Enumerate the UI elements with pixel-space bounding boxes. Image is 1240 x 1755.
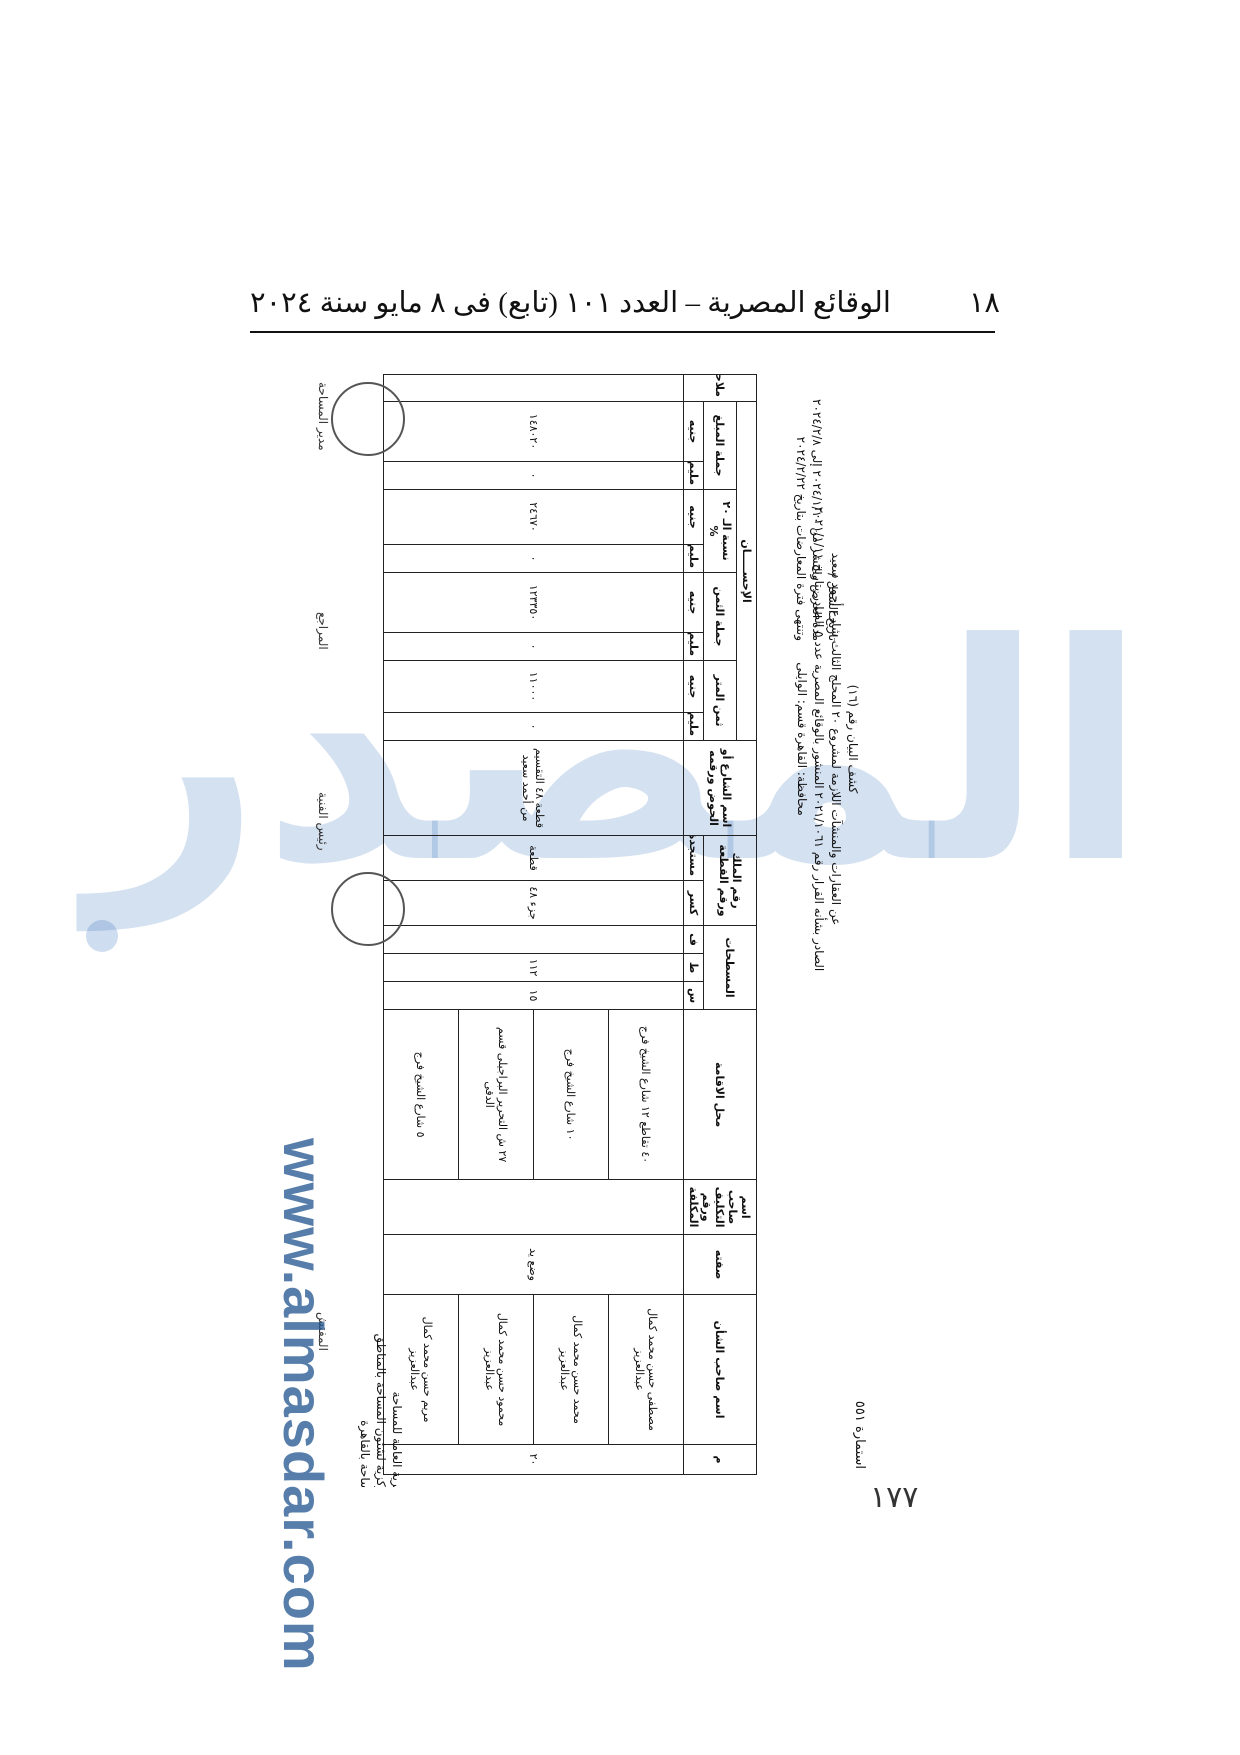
area-t: ١١٢ [383,953,684,982]
authority-line: الهيئة المصرية العامة للمساحة [390,1391,404,1487]
unit-pound: جنيه [683,572,704,633]
col-residence: محل الاقامة [683,1009,757,1180]
col-lot: رقم الملك ورقم القطعة [703,835,757,926]
total-price: ١٢٣٣٥٠ [383,572,684,633]
col-total-amount: جملة المبلغ [703,401,737,490]
col-street: اسم الشارع أو الحوض ورقمه [683,740,757,836]
col-compensation: الإحســـــان [736,401,757,741]
col-areas: المسطحات [703,925,757,1010]
unit-s: س [683,981,704,1010]
capacity: وضع يد [383,1234,684,1295]
watermark-dot [86,920,118,952]
unit-millim: مليم [683,544,704,573]
sheet-title-line: كشف البيان رقم (١٦) [846,684,860,794]
total-amount: ١٤٨٠٢٠ [383,401,684,462]
page-title: الوقائع المصرية – العدد ١٠١ (تابع) فى ٨ … [250,286,891,319]
col-percent: نسبة الـ ٢٠ % [703,489,737,573]
col-owner: اسم صاحب الشأن [683,1294,757,1445]
header-divider [250,331,995,333]
owner-name: مصطفى حسن محمد كمال عبدالعزيز [608,1294,684,1445]
dates-block: تاريخ الشغل / مدة العرض والنشر من ٢٠٢٤/١… [793,399,841,641]
owner-name: محمود حسن محمد كمال عبدالعزيز [458,1294,534,1445]
data-table: م اسم صاحب الشأن صفته اسم صاحب التكليف و… [383,374,757,1475]
authority-line: مديرية المساحة بالقاهرة [358,1420,372,1487]
unit-millim: مليم [683,632,704,661]
date-line: وتنتهى فترة المعارضات بتاريخ ٢٠٢٤/٢/٢٢ [794,436,808,642]
unit-millim: مليم [683,712,704,741]
unit-f: ف [683,925,704,954]
percent: ٢٤٦٧٠ [383,489,684,545]
residence: ١٠ شارع الشيخ فرج [533,1009,609,1180]
official-seal [331,382,405,456]
lot-kasr: جزء ٤٨ [383,880,684,926]
remarks [383,374,684,402]
residence: ٥ شارع الشيخ فرج [383,1009,459,1180]
authority-block: الهيئة المصرية العامة للمساحة الإدارة ال… [357,1242,405,1487]
total-price-millim: ٠ [383,632,684,661]
col-capacity: صفته [683,1234,757,1295]
residence: ٤٠ تقاطع ١٢ شارع الشيخ فرج [608,1009,684,1180]
lot-new: مستجدة [683,835,704,881]
table-row: ٢٠ مصطفى حسن محمد كمال عبدالعزيز وضع يد … [383,374,684,1475]
tax-name [383,1179,684,1235]
price-meter-millim: ٠ [383,712,684,741]
date-line: تاريخ الشغل / [826,572,840,642]
percent-millim: ٠ [383,544,684,573]
unit-pound: جنيه [683,401,704,462]
lot-new: قطعة [383,835,684,881]
col-tax-name: اسم صاحب التكليف ورقم المكلفة [683,1179,757,1235]
watermark-arabic: المصدر [88,580,1148,929]
price-meter: ١١٠٠٠ [383,660,684,713]
signature-label: المراجع [316,612,330,650]
form-header: استمارة ٥٥١ كشف البيان رقم (١٦) عن العقا… [761,379,871,1479]
watermark-url-text: www.almasdar.com [272,1138,335,1672]
page-number: ١٨ [968,286,1000,319]
unit-t: ط [683,953,704,982]
unit-millim: مليم [683,461,704,490]
owner-name: محمد حسن محمد كمال عبدالعزيز [533,1294,609,1445]
row-no: ٢٠ [383,1444,684,1475]
street: قطعة ٤٨ التقسيم من أحمد سعيد [383,740,684,836]
authority-line: الإدارة المركزية لشئون المساحة بالمناطق [374,1333,388,1487]
unit-pound: جنيه [683,489,704,545]
col-total-price: جملة الثمن [703,572,737,661]
total-amount-millim: ٠ [383,461,684,490]
scanned-form: استمارة ٥٥١ كشف البيان رقم (١٦) عن العقا… [302,362,875,1487]
col-remarks: ملاحظات [683,374,757,402]
rotated-form: استمارة ٥٥١ كشف البيان رقم (١٦) عن العقا… [302,362,875,1487]
residence: ٢٧ ش التحرير البراجيلى قسم الدقى [458,1009,534,1180]
handwritten-page-number: ١٧٧ [870,1480,919,1515]
official-seal [331,872,405,946]
unit-pound: جنيه [683,660,704,713]
col-no: م [683,1444,757,1475]
date-line: مدة العرض والنشر من ٢٠٢٤/١/١٠ إلى ٢٠٢٤/٢… [810,399,824,642]
area-s: ١٥ [383,981,684,1010]
area-f [383,925,684,954]
signature-label: مدير المساحة [316,382,330,451]
signature-label: رئيس الفنية [316,792,330,851]
page-header: ١٨ الوقائع المصرية – العدد ١٠١ (تابع) فى… [250,282,1000,322]
form-number: استمارة ٥٥١ [852,1400,867,1469]
lot-kasr: كسر [683,880,704,926]
col-price-meter: ثمن المتر [703,660,737,741]
